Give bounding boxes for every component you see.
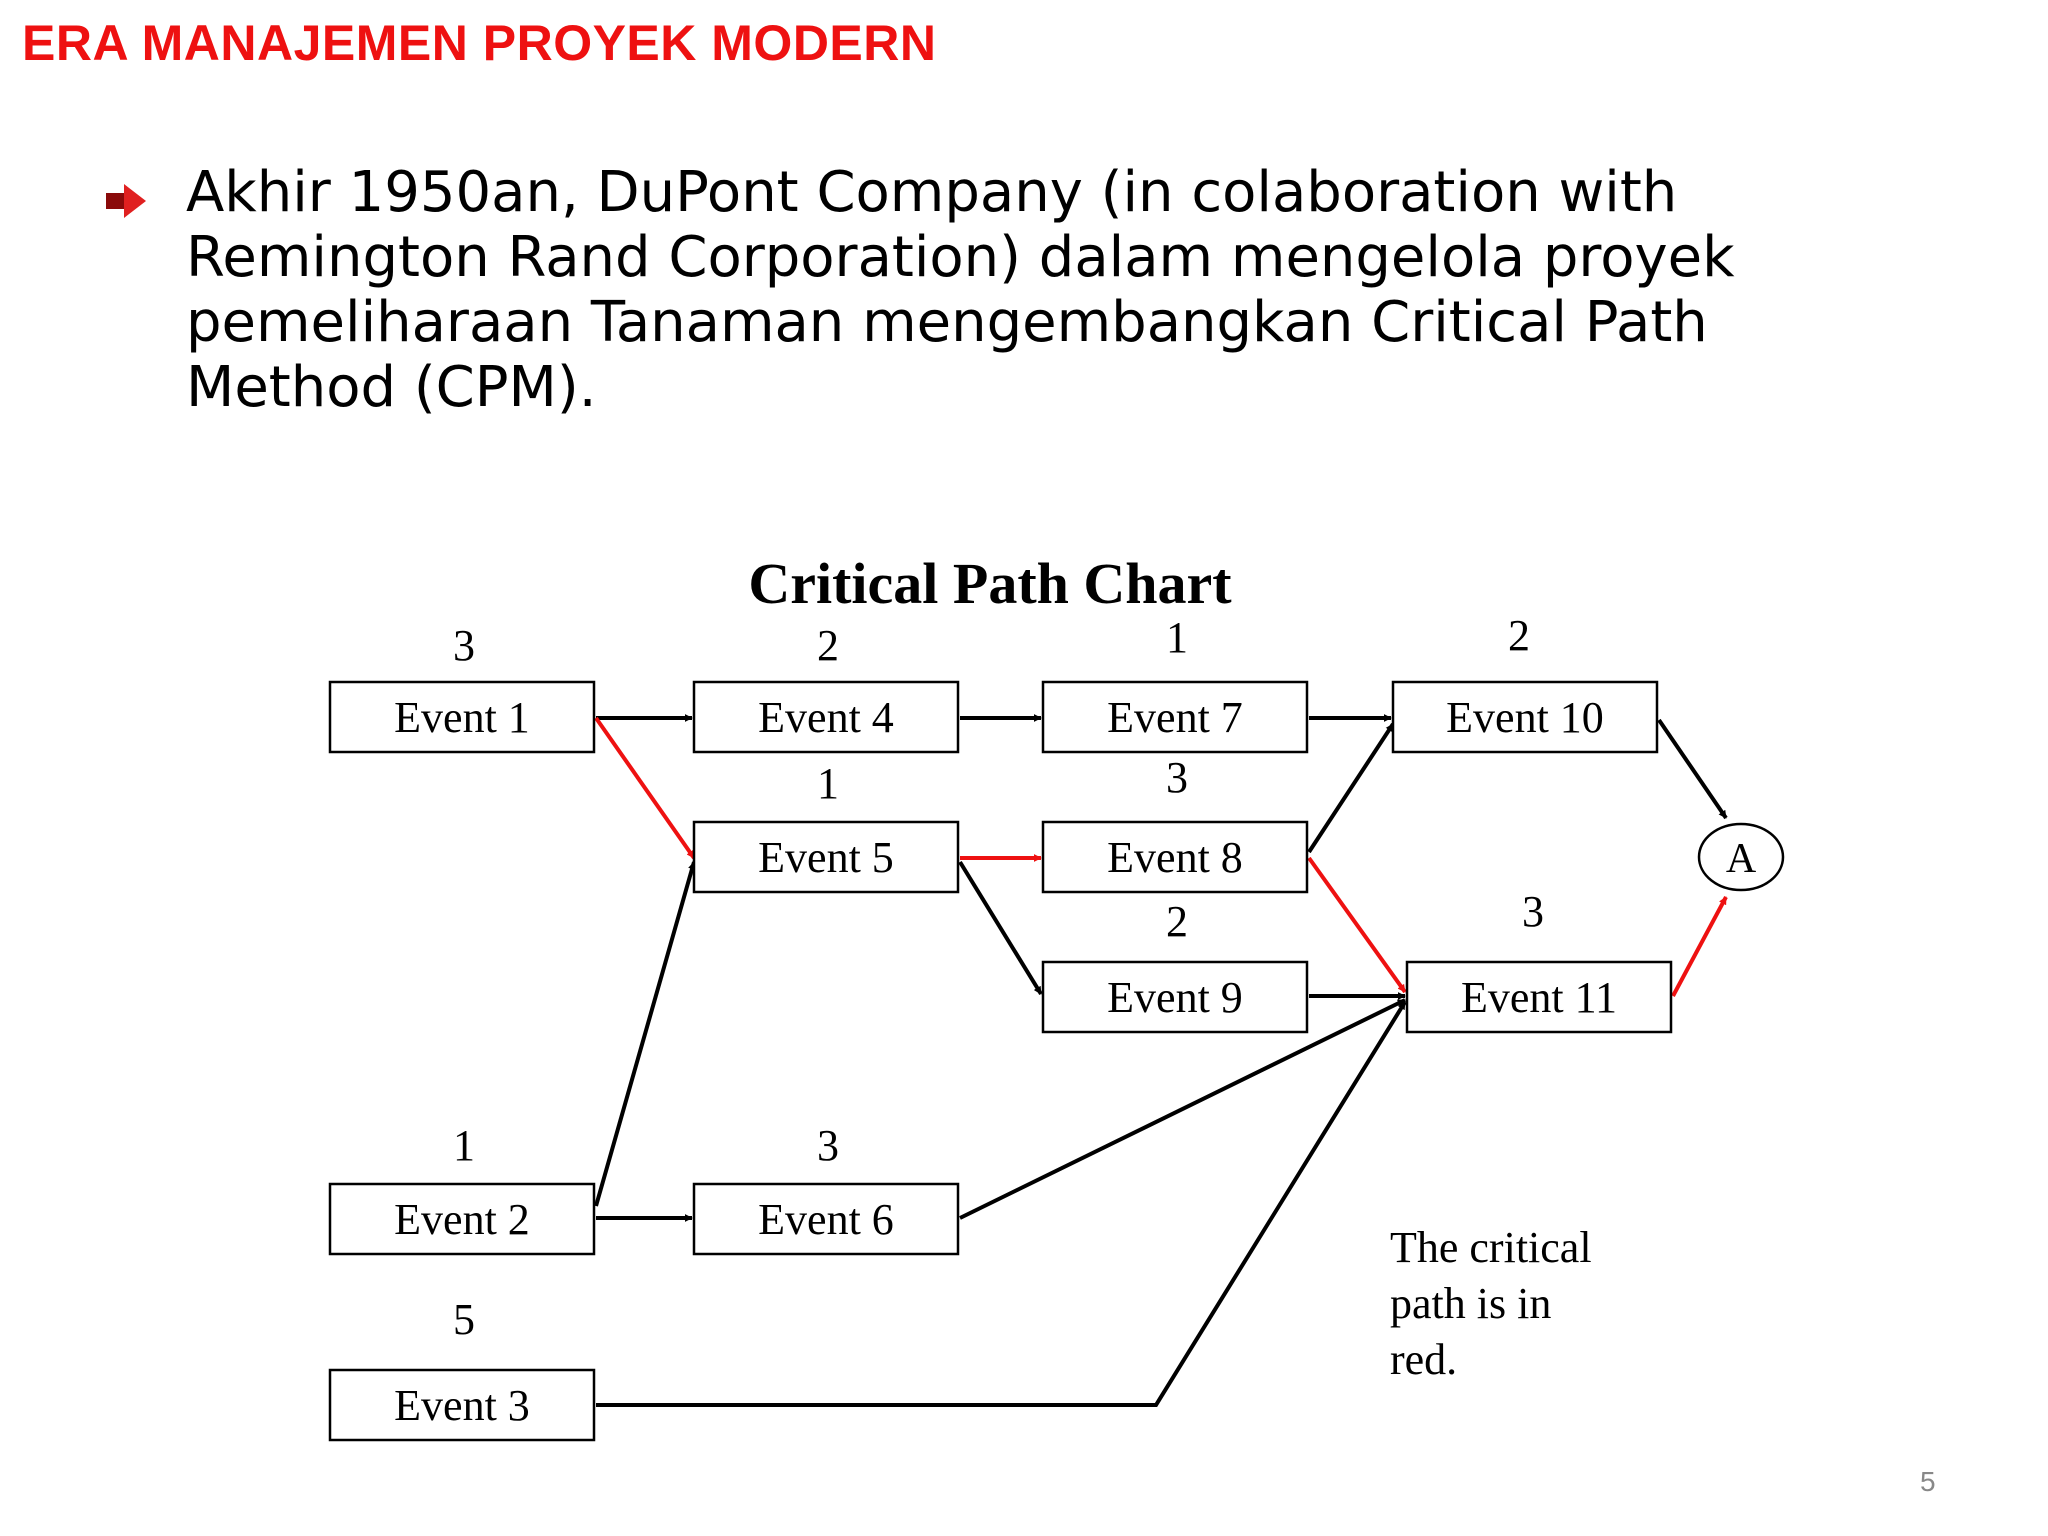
- event-label: Event 4: [758, 693, 894, 742]
- bullet-line: Akhir 1950an, DuPont Company (in colabor…: [186, 160, 1678, 225]
- arrow-e8-to-e10: [1307, 722, 1395, 854]
- event-label: Event 2: [394, 1195, 530, 1244]
- event-label: Event 6: [758, 1195, 894, 1244]
- event-duration: 2: [817, 621, 839, 670]
- critical-arrow-e11-to-a: [1671, 896, 1728, 997]
- bullet-line: pemeliharaan Tanaman mengembangkan Criti…: [186, 290, 1708, 355]
- event-box: [328, 1182, 596, 1256]
- event-node-e8: Event 8 3: [1041, 753, 1309, 894]
- event-label: Event 8: [1107, 833, 1243, 882]
- arrow-e2-to-e5: [594, 861, 696, 1207]
- chart-title: Critical Path Chart: [748, 551, 1232, 616]
- critical-arrow-e1-to-e5: [594, 716, 696, 860]
- event-label: Event 11: [1461, 973, 1617, 1022]
- event-duration: 5: [453, 1295, 475, 1344]
- event-box: [1391, 680, 1659, 754]
- slide-title: ERA MANAJEMEN PROYEK MODERN: [22, 15, 937, 71]
- bullet-line: Method (CPM).: [186, 355, 597, 420]
- critical-path-note: The critical path is in red.: [1390, 1223, 1592, 1384]
- terminal-circle: [1697, 822, 1785, 892]
- event-duration: 3: [1166, 753, 1188, 802]
- note-line: The critical: [1390, 1223, 1592, 1272]
- event-node-e9: Event 9 2: [1041, 897, 1309, 1034]
- arrow-e5-to-e9: [958, 860, 1043, 996]
- event-duration: 1: [1166, 613, 1188, 662]
- event-node-e6: Event 6 3: [692, 1121, 960, 1256]
- event-node-e5: Event 5 1: [692, 759, 960, 894]
- event-box: [692, 1182, 960, 1256]
- event-node-e1: Event 1 3: [328, 621, 596, 754]
- arrow-bullet-icon: [106, 184, 146, 218]
- event-box: [692, 680, 960, 754]
- bullet-line: Remington Rand Corporation) dalam mengel…: [186, 225, 1735, 290]
- event-node-e10: Event 10 2: [1391, 611, 1659, 754]
- terminal-node-a: A: [1697, 822, 1785, 892]
- event-box: [1041, 820, 1309, 894]
- event-box: [1405, 960, 1673, 1034]
- event-label: Event 3: [394, 1381, 530, 1430]
- event-label: Event 10: [1446, 693, 1604, 742]
- event-duration: 2: [1508, 611, 1530, 660]
- event-duration: 3: [453, 621, 475, 670]
- event-duration: 1: [453, 1121, 475, 1170]
- event-label: Event 1: [394, 693, 530, 742]
- critical-arrow-e8-to-e11: [1307, 856, 1407, 994]
- terminal-label: A: [1726, 836, 1757, 882]
- event-box: [328, 680, 596, 754]
- arrow-e6-to-e11: [959, 998, 1406, 1220]
- bullet-text: Akhir 1950an, DuPont Company (in colabor…: [186, 160, 1746, 420]
- event-label: Event 5: [758, 833, 894, 882]
- event-label: Event 9: [1107, 973, 1243, 1022]
- event-label: Event 7: [1107, 693, 1243, 742]
- event-duration: 3: [817, 1121, 839, 1170]
- event-node-e3: Event 3 5: [328, 1295, 596, 1442]
- event-box: [1041, 960, 1309, 1034]
- event-box: [692, 820, 960, 894]
- note-line: path is in: [1390, 1279, 1551, 1328]
- event-node-e7: Event 7 1: [1041, 613, 1309, 754]
- event-duration: 3: [1522, 887, 1544, 936]
- event-duration: 1: [817, 759, 839, 808]
- event-node-e11: Event 11 3: [1405, 887, 1673, 1034]
- event-node-e2: Event 2 1: [328, 1121, 596, 1256]
- page-number: 5: [1920, 1466, 1936, 1497]
- note-line: red.: [1390, 1335, 1457, 1384]
- event-duration: 2: [1166, 897, 1188, 946]
- arrow-e10-to-a: [1657, 718, 1728, 820]
- event-box: [1041, 680, 1309, 754]
- event-node-e4: Event 4 2: [692, 621, 960, 754]
- arrow-e3-to-e11: [596, 1000, 1407, 1407]
- event-box: [328, 1368, 596, 1442]
- edges-layer: [594, 714, 1728, 1407]
